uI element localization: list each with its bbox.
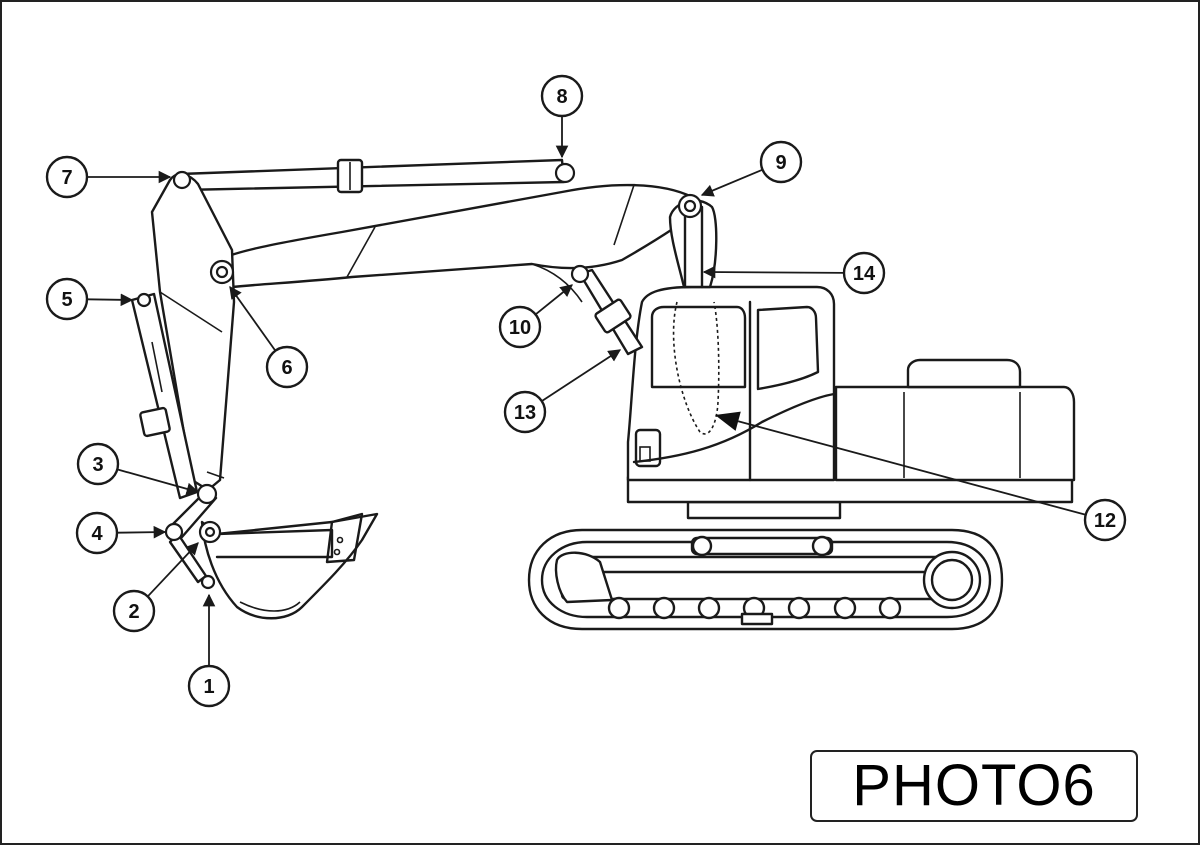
track-rollers <box>607 596 902 620</box>
callout-number: 5 <box>61 289 72 311</box>
callout-circle <box>540 74 584 118</box>
callout-number: 7 <box>61 167 72 189</box>
boom-foot <box>668 199 718 289</box>
callout-leader <box>117 468 200 496</box>
callout-circle <box>842 251 886 295</box>
callout-circle <box>503 390 547 434</box>
arm <box>150 173 236 492</box>
callout-leader <box>700 168 763 197</box>
callout-circle <box>45 155 89 199</box>
callout-12: 12 <box>715 411 1127 542</box>
track-assembly <box>527 528 1004 631</box>
callout-4: 4 <box>75 511 167 555</box>
callout-3: 3 <box>76 442 200 496</box>
callout-circle <box>75 511 119 555</box>
callout-number: 2 <box>128 601 139 623</box>
callout-number: 9 <box>775 152 786 174</box>
pivot-pins <box>136 162 703 590</box>
photo-label: PHOTO6 <box>852 753 1096 818</box>
callout-circle <box>76 442 120 486</box>
callout-2: 2 <box>112 542 199 633</box>
callout-number: 1 <box>203 676 214 698</box>
callout-number: 8 <box>556 86 567 108</box>
boom <box>211 183 704 303</box>
callout-circle <box>187 664 231 708</box>
callout-circle <box>112 589 156 633</box>
callout-number: 13 <box>514 402 536 424</box>
callout-14: 14 <box>702 251 886 295</box>
callout-leader <box>116 525 167 539</box>
callout-number: 4 <box>91 523 103 545</box>
callout-arrowhead <box>715 411 741 431</box>
callout-leader <box>86 293 134 307</box>
callout-7: 7 <box>45 155 172 199</box>
boom-cylinder <box>578 268 644 356</box>
callout-8: 8 <box>540 74 584 159</box>
callout-13: 13 <box>503 349 622 434</box>
callout-leader <box>541 349 622 402</box>
callout-leader <box>229 285 277 352</box>
callout-6: 6 <box>229 285 309 389</box>
callout-circle <box>498 305 542 349</box>
callout-number: 12 <box>1094 510 1116 532</box>
callout-5: 5 <box>45 277 134 321</box>
callout-number: 6 <box>281 357 292 379</box>
bucket <box>200 512 379 620</box>
upper-structure <box>626 358 1076 520</box>
callout-leader <box>702 265 845 279</box>
photo-label-box: PHOTO6 <box>810 750 1138 822</box>
callout-leader <box>737 420 1086 516</box>
callout-1: 1 <box>187 593 231 708</box>
callout-10: 10 <box>498 284 573 349</box>
callout-number: 3 <box>92 454 103 476</box>
callout-circle <box>759 140 803 184</box>
callout-number: 14 <box>853 263 876 285</box>
callout-circle <box>265 345 309 389</box>
callout-leader <box>534 284 573 316</box>
arm-cylinder <box>178 158 566 194</box>
callout-circle <box>1083 498 1127 542</box>
callout-circle <box>45 277 89 321</box>
callout-leader <box>147 542 199 598</box>
callout-9: 9 <box>700 140 803 197</box>
operator-cab <box>626 285 836 482</box>
callout-number: 10 <box>509 317 531 339</box>
